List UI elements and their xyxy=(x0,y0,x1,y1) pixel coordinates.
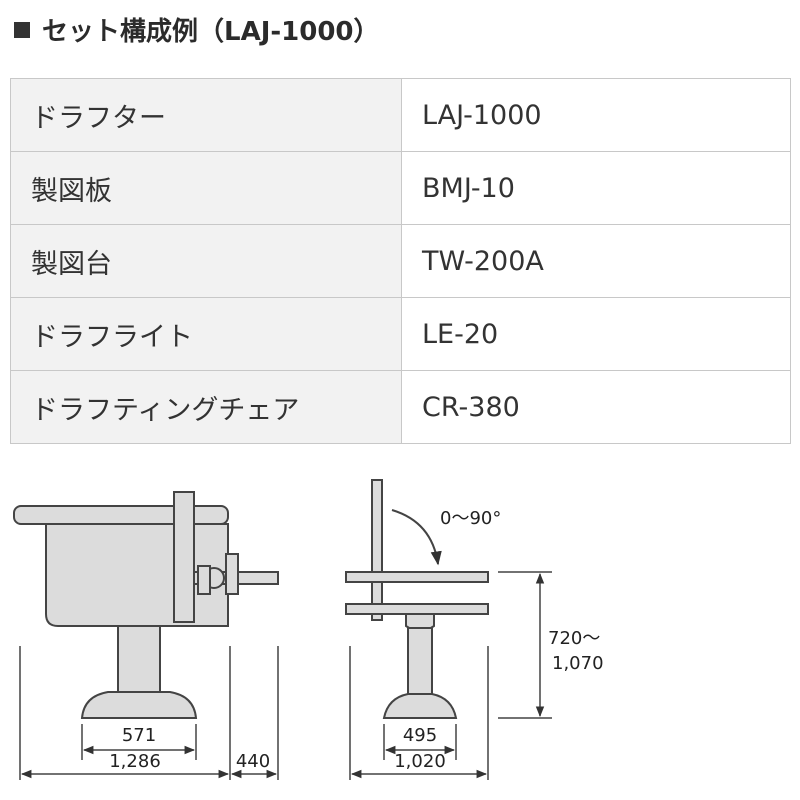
board-vertical-position xyxy=(371,479,383,621)
side-view-drawing xyxy=(345,479,489,719)
component-model: LE-20 xyxy=(401,297,791,371)
table-row: 製図板 BMJ-10 xyxy=(10,151,791,225)
dim-total-width: 1,286 xyxy=(109,751,161,772)
component-name: ドラフライト xyxy=(10,297,402,371)
height-range-line1: 720～ xyxy=(548,628,600,649)
set-composition-table: ドラフター LAJ-1000 製図板 BMJ-10 製図台 TW-200A ドラ… xyxy=(10,78,791,444)
component-name: ドラフター xyxy=(10,78,402,152)
dimension-diagram: 571 1,286 440 0～90° 720～ 1,070 495 1,020 xyxy=(13,479,604,780)
dim-overhang: 440 xyxy=(236,751,270,772)
side-base xyxy=(382,693,458,719)
pedestal-base xyxy=(80,691,198,719)
component-name: ドラフティングチェア xyxy=(10,370,402,444)
front-view-dimensions xyxy=(19,646,279,780)
component-model: TW-200A xyxy=(401,224,791,298)
component-model: BMJ-10 xyxy=(401,151,791,225)
section-heading: セット構成例（LAJ-1000） xyxy=(14,14,380,50)
table-row: 製図台 TW-200A xyxy=(10,224,791,298)
table-row: ドラフティングチェア CR-380 xyxy=(10,370,791,444)
component-name: 製図台 xyxy=(10,224,402,298)
front-view-drawing xyxy=(13,491,279,719)
drafting-board-top xyxy=(13,505,229,525)
board-horizontal-upper xyxy=(345,571,489,583)
dim-base-inner: 571 xyxy=(122,725,156,746)
drafter-clamp xyxy=(173,491,195,623)
square-bullet-icon xyxy=(14,22,30,38)
component-model: LAJ-1000 xyxy=(401,78,791,152)
knob-holder xyxy=(197,565,211,595)
table-row: ドラフライト LE-20 xyxy=(10,297,791,371)
component-name: 製図板 xyxy=(10,151,402,225)
dim-side-total: 1,020 xyxy=(394,751,446,772)
section-heading-text: セット構成例（LAJ-1000） xyxy=(42,17,380,47)
table-row: ドラフター LAJ-1000 xyxy=(10,78,791,152)
arm-bracket xyxy=(225,553,239,595)
tilt-angle-label: 0～90° xyxy=(440,508,501,529)
dim-side-base: 495 xyxy=(403,725,437,746)
component-model: CR-380 xyxy=(401,370,791,444)
side-view-dimensions xyxy=(349,571,552,780)
height-range-line2: 1,070 xyxy=(552,653,604,674)
tilt-arc-arrow xyxy=(391,509,442,566)
table-top-side xyxy=(345,603,489,615)
